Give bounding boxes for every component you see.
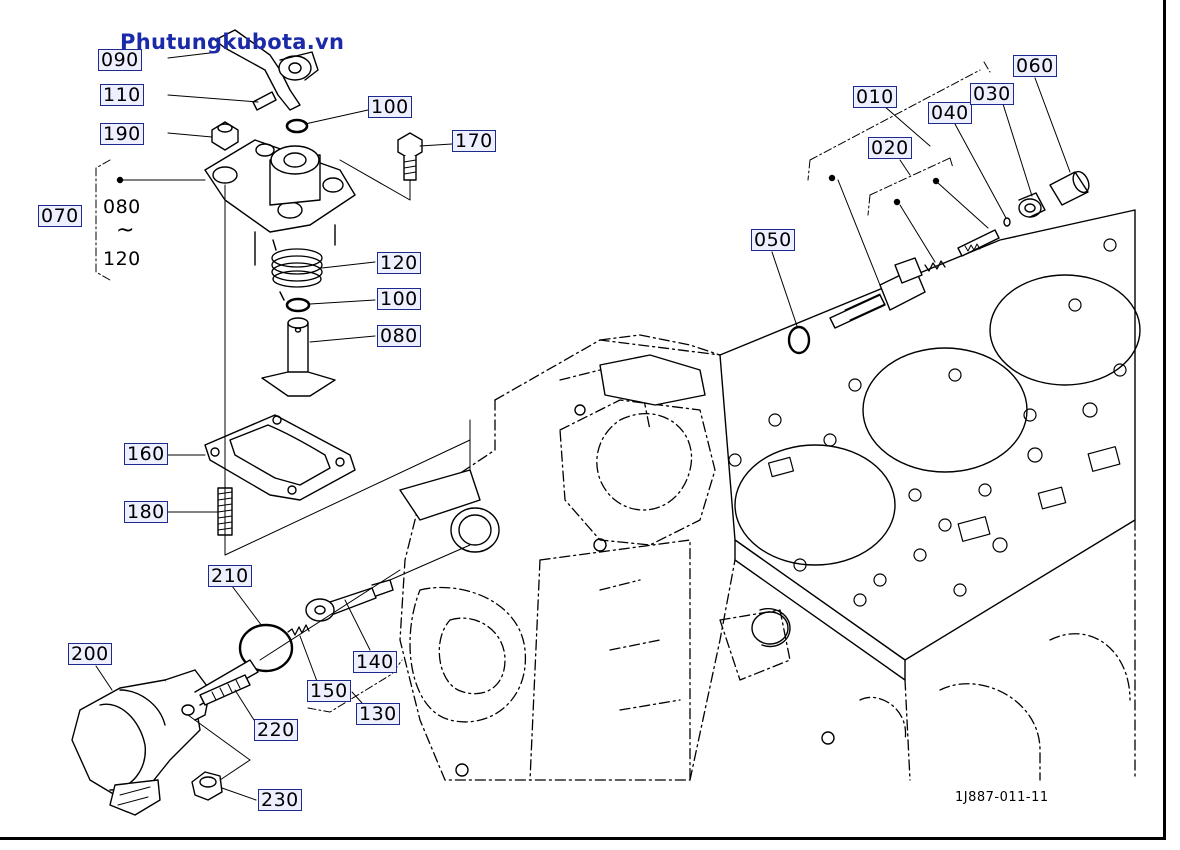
callout-150[interactable]: 150 [307, 680, 351, 702]
callout-100-lower[interactable]: 100 [377, 288, 421, 310]
callout-170[interactable]: 170 [452, 130, 496, 152]
range-label-tilde: ~ [116, 218, 135, 243]
callout-120[interactable]: 120 [377, 252, 421, 274]
callout-230[interactable]: 230 [258, 789, 302, 811]
callout-020[interactable]: 020 [868, 137, 912, 159]
callout-010[interactable]: 010 [853, 86, 897, 108]
callout-110[interactable]: 110 [100, 84, 144, 106]
diagram-code: 1J887-011-11 [955, 790, 1049, 805]
range-label-end: 120 [103, 248, 141, 270]
range-label-start: 080 [103, 196, 141, 218]
engine-block [399, 209, 1141, 781]
callout-220[interactable]: 220 [254, 719, 298, 741]
callout-leaders [95, 51, 1071, 801]
callout-090[interactable]: 090 [98, 49, 142, 71]
idle-adjuster-assembly [787, 170, 1090, 355]
callout-100-upper[interactable]: 100 [368, 96, 412, 118]
callout-140[interactable]: 140 [353, 651, 397, 673]
callout-050[interactable]: 050 [751, 229, 795, 251]
callout-180[interactable]: 180 [124, 501, 168, 523]
callout-040[interactable]: 040 [928, 102, 972, 124]
callout-200[interactable]: 200 [68, 643, 112, 665]
solenoid-assembly [71, 544, 471, 816]
callout-210[interactable]: 210 [208, 565, 252, 587]
callout-190[interactable]: 190 [100, 123, 144, 145]
diagram-frame [0, 0, 1166, 840]
callout-130[interactable]: 130 [356, 703, 400, 725]
callout-160[interactable]: 160 [124, 443, 168, 465]
callout-080[interactable]: 080 [377, 325, 421, 347]
fuel-limit-assembly [116, 29, 471, 556]
callout-060[interactable]: 060 [1013, 55, 1057, 77]
callout-070[interactable]: 070 [38, 205, 82, 227]
callout-030[interactable]: 030 [970, 83, 1014, 105]
site-watermark: Phutungkubota.vn [120, 30, 345, 54]
